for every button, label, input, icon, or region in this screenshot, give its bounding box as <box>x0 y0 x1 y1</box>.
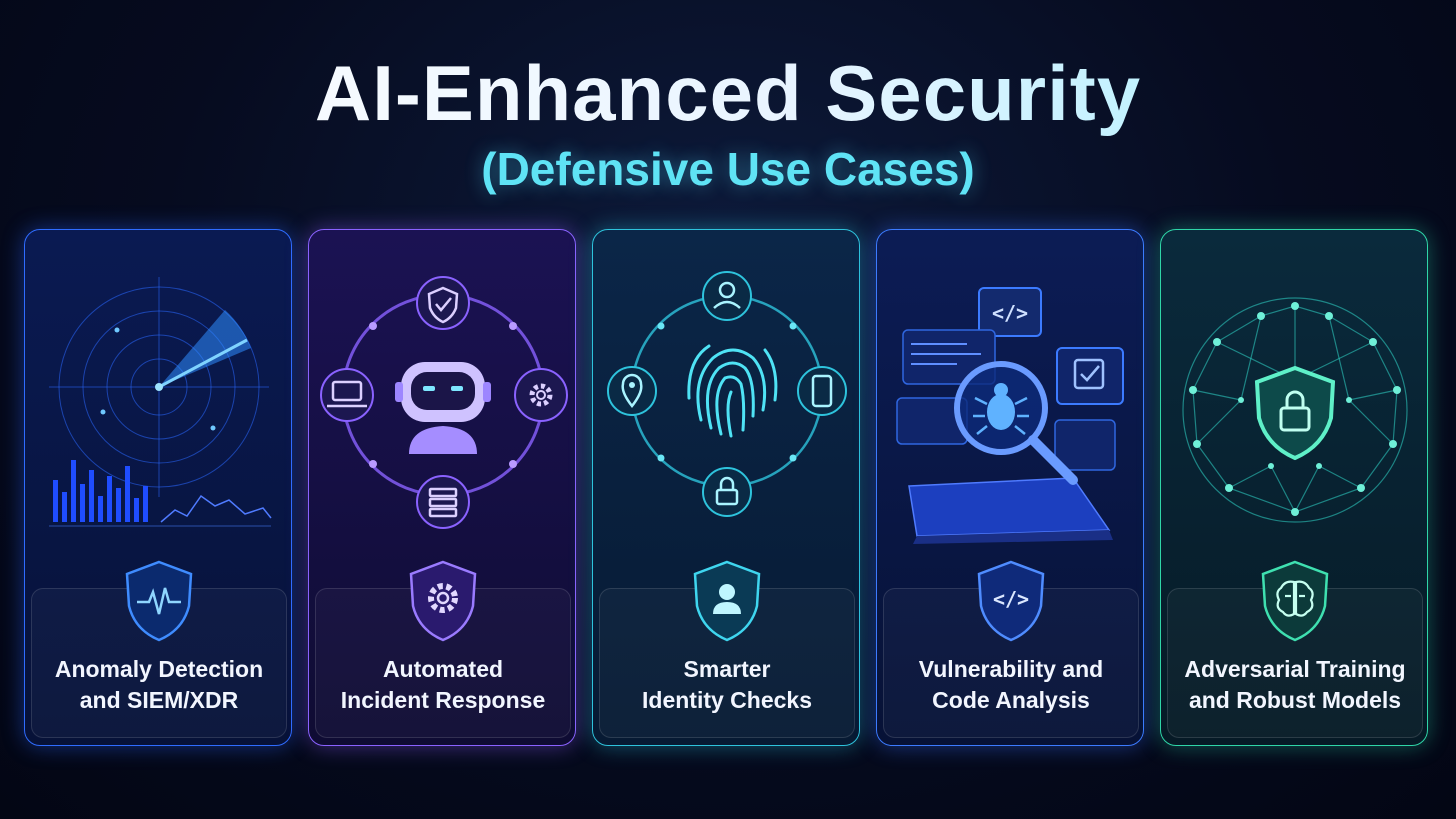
card-incident-response: Automated Incident Response <box>308 229 576 746</box>
card-label: Vulnerability and Code Analysis <box>918 656 1104 713</box>
card-adversarial-training: Adversarial Training and Robust Models <box>1160 229 1428 746</box>
radar-icon <box>49 277 272 527</box>
robot-icon <box>320 276 568 529</box>
brain-shield-icon <box>1261 560 1329 642</box>
code-shield-icon: </> <box>977 560 1045 642</box>
card-code-analysis: </> </> Vulnerability and Code Analysis <box>876 229 1144 746</box>
card-label: Automated Incident Response <box>340 656 546 713</box>
card-label: Adversarial Training and Robust Models <box>1184 656 1406 713</box>
page-title: AI-Enhanced Security <box>0 48 1456 139</box>
bug-magnifier-icon: </> <box>896 287 1124 544</box>
page-subtitle: (Defensive Use Cases) <box>481 143 975 195</box>
card-identity-checks: Smarter Identity Checks <box>592 229 860 746</box>
svg-text:</>: </> <box>993 587 1029 611</box>
pulse-shield-icon <box>125 560 193 642</box>
user-shield-icon <box>693 560 761 642</box>
network-lock-icon <box>1182 297 1408 523</box>
card-label: Anomaly Detection and SIEM/XDR <box>54 656 264 713</box>
gear-shield-icon <box>409 560 477 642</box>
svg-text:</>: </> <box>992 301 1028 325</box>
card-anomaly-detection: Anomaly Detection and SIEM/XDR <box>24 229 292 746</box>
card-label: Smarter Identity Checks <box>642 656 812 713</box>
fingerprint-icon <box>607 271 847 517</box>
